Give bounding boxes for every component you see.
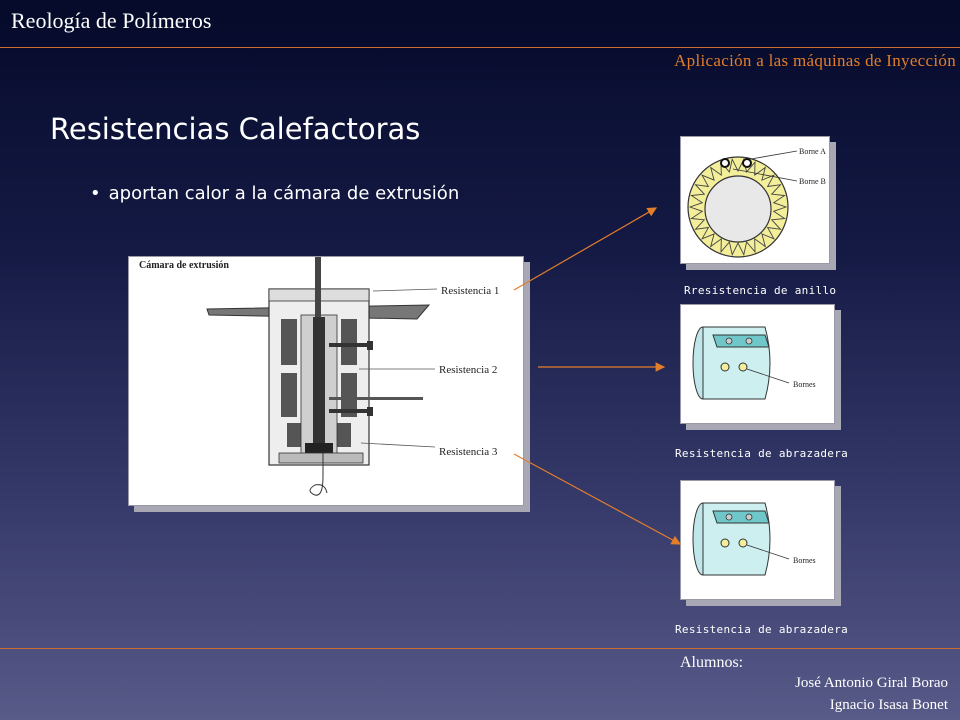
label-resistencia-3: Resistencia 3: [439, 446, 498, 458]
clamp-heater-caption-1: Resistencia de abrazadera: [675, 447, 849, 460]
heater-block-1-left: [281, 319, 297, 365]
section-subtitle: Aplicación a las máquinas de Inyección: [674, 51, 956, 70]
connector-3-end: [367, 407, 373, 416]
clamp-heater-diagram-2: Bornes: [692, 502, 816, 576]
clamp-band: [712, 334, 770, 348]
terminal-b: [742, 158, 752, 168]
ring-inner: [704, 175, 772, 243]
label-resistencia-2: Resistencia 2: [439, 364, 497, 376]
footer-divider: [0, 648, 960, 649]
header-divider: [0, 47, 960, 48]
screw: [313, 317, 325, 445]
terminal-a: [720, 158, 730, 168]
borne-a-label: Borne A: [799, 147, 826, 156]
clamp-heater-caption-2: Resistencia de abrazadera: [675, 623, 849, 636]
arrow-to-ring-heater: [513, 207, 658, 291]
bornes-leader: [746, 544, 790, 560]
band-screw-2: [745, 513, 753, 521]
bornes-terminal-1: [720, 538, 730, 548]
bornes-terminal-1: [720, 362, 730, 372]
students-label: Alumnos:: [680, 654, 744, 671]
band-screw-1: [725, 337, 733, 345]
leader-line-1: [372, 288, 438, 292]
heater-block-2-left: [281, 373, 297, 417]
clamp-heater-figure-1: Bornes: [680, 304, 835, 424]
heater-block-3-left: [287, 423, 301, 447]
connector-1-end: [367, 341, 373, 350]
connector-3: [329, 409, 369, 413]
extrusion-chamber-figure: Cámara de extrusión Resistencia 1: [128, 256, 524, 506]
student-name-1: José Antonio Giral Borao: [795, 675, 948, 691]
chamber-figure-title: Cámara de extrusión: [139, 260, 229, 271]
heater-block-2-right: [341, 373, 357, 417]
slide-title: Resistencias Calefactoras: [50, 112, 421, 146]
bullet-marker: •: [90, 183, 101, 204]
leader-line-3: [360, 442, 436, 448]
borne-b-label: Borne B: [799, 177, 826, 186]
arrow-to-clamp-heater-2: [513, 453, 682, 545]
ring-heater-figure: Borne A Borne B: [680, 136, 830, 264]
clamp-heater-diagram-1: Bornes: [692, 326, 816, 400]
ring-heater-diagram: Borne A Borne B: [687, 147, 826, 258]
label-resistencia-1: Resistencia 1: [441, 285, 499, 297]
band-screw-2: [745, 337, 753, 345]
connector-1: [329, 343, 369, 347]
ring-teeth: [688, 157, 788, 257]
bornes-label: Bornes: [793, 380, 816, 389]
ring-zigzag: [688, 157, 788, 257]
bornes-terminal-2: [738, 362, 748, 372]
bornes-leader: [746, 368, 790, 384]
bullet-point: • aportan calor a la cámara de extrusión: [90, 183, 459, 204]
piston-rod: [315, 257, 321, 317]
borne-a-leader: [750, 150, 798, 160]
band-screw-1: [725, 513, 733, 521]
clamp-band: [712, 510, 770, 524]
bullet-text: aportan calor a la cámara de extrusión: [108, 183, 460, 204]
presentation-title: Reología de Polímeros: [11, 8, 212, 33]
student-name-2: Ignacio Isasa Bonet: [829, 697, 948, 713]
clamp-heater-figure-2: Bornes: [680, 480, 835, 600]
chamber-base: [278, 452, 364, 464]
heater-block-1-right: [341, 319, 357, 365]
extrusion-chamber-diagram: Cámara de extrusión Resistencia 1: [139, 257, 499, 496]
ring-heater-caption: Rresistencia de anillo: [684, 284, 837, 297]
bornes-label: Bornes: [793, 556, 816, 565]
borne-b-leader: [732, 168, 798, 182]
heater-cable: [309, 453, 328, 496]
bornes-terminal-2: [738, 538, 748, 548]
nozzle: [305, 443, 333, 453]
connector-2: [329, 397, 423, 400]
heater-block-3-right: [337, 423, 351, 447]
